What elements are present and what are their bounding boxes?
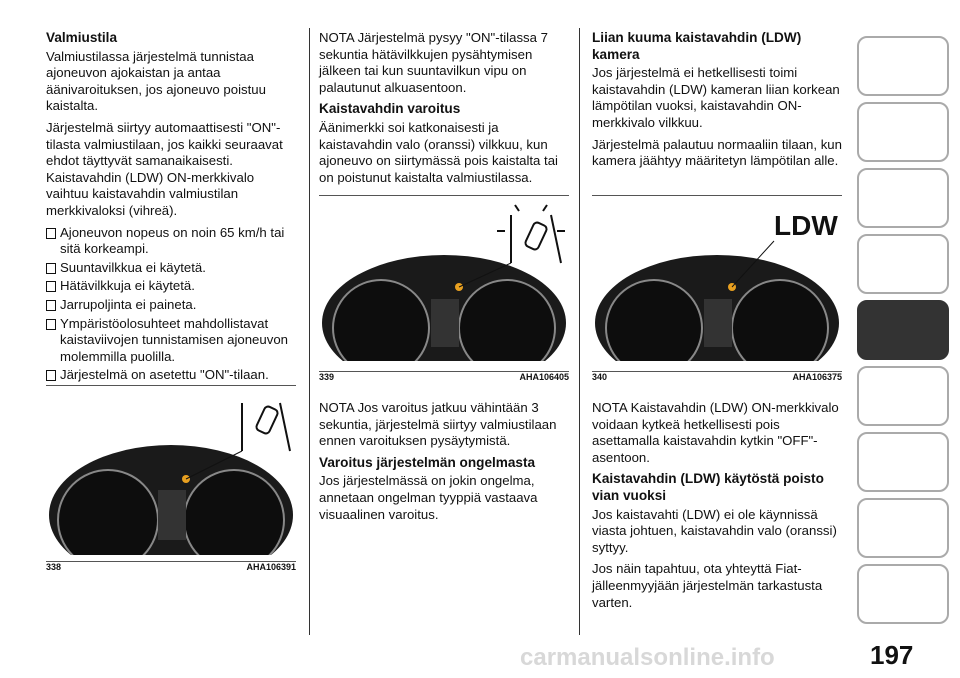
note: NOTA Jos varoitus jatkuu vähintään 3 sek…: [319, 400, 557, 449]
lane-departure-warning-icon: [497, 204, 565, 264]
note: NOTA Järjestelmä pysyy "ON"-tilassa 7 se…: [319, 30, 548, 95]
figure-number: 338: [46, 562, 62, 572]
tab-warning-lights[interactable]: [857, 168, 949, 228]
figure-number: 340: [592, 372, 608, 382]
bullet-item: Ajoneuvon nopeus on noin 65 km/h tai sit…: [46, 225, 296, 258]
figure-code: AHA106391: [246, 562, 296, 572]
bullet-text: Ympäristöolosuhteet mahdollistavat kaist…: [60, 315, 288, 364]
tab-car-info[interactable]: [857, 36, 949, 96]
instrument-cluster-illustration: [49, 402, 293, 555]
instrument-cluster-illustration: [322, 204, 566, 361]
paragraph: Jos järjestelmä ei hetkellisesti toimi k…: [592, 65, 840, 130]
column-1: Valmiustila Valmiustilassa järjestelmä t…: [46, 30, 296, 386]
column-divider: [579, 28, 580, 635]
tachometer: [332, 279, 430, 361]
paragraph: Jos näin tapahtuu, ota yhteyttä Fiat-jäl…: [592, 561, 823, 610]
figure-code: AHA106375: [792, 372, 842, 382]
tab-car-lights[interactable]: [857, 102, 949, 162]
section-heading: Valmiustila: [46, 30, 118, 45]
section-heading: Liian kuuma kaistavahdin (LDW) kamera: [592, 30, 802, 62]
column-2: NOTA Järjestelmä pysyy "ON"-tilassa 7 se…: [319, 30, 569, 191]
center-display: [704, 299, 732, 347]
center-display: [431, 299, 459, 347]
figure-code: AHA106405: [519, 372, 569, 382]
tab-car-service[interactable]: [857, 432, 949, 492]
tachometer: [605, 279, 703, 361]
checkbox-icon: [46, 227, 56, 239]
paragraph: Jos kaistavahti (LDW) ei ole käynnissä v…: [592, 506, 837, 555]
paragraph: Äänimerkki soi katkonaisesti ja kaistava…: [319, 119, 558, 185]
checkbox-icon: [46, 299, 56, 311]
lane-departure-icon: [241, 402, 291, 452]
bullet-text: Suuntavilkkua ei käytetä.: [60, 259, 206, 275]
section-heading: Kaistavahdin (LDW) käytöstä poisto vian …: [592, 471, 824, 503]
checkbox-icon: [46, 262, 56, 274]
column-2-lower: NOTA Jos varoitus jatkuu vähintään 3 sek…: [319, 400, 569, 528]
ldw-label: LDW: [774, 210, 838, 241]
tab-steering-key[interactable]: [857, 300, 949, 360]
tab-index-abc[interactable]: [857, 564, 949, 624]
paragraph: Valmiustilassa järjestelmä tunnistaa ajo…: [46, 48, 266, 114]
tab-specs-list[interactable]: [857, 498, 949, 558]
paragraph: Järjestelmä siirtyy automaattisesti "ON"…: [46, 119, 283, 218]
figure-340: LDW 340 AHA106375: [592, 195, 842, 383]
figure-339: 339 AHA106405: [319, 195, 569, 383]
checkbox-icon: [46, 370, 56, 382]
instrument-cluster-illustration: LDW: [595, 210, 839, 361]
tab-road-hazard[interactable]: [857, 366, 949, 426]
column-divider: [309, 28, 310, 635]
bullet-item: Jarrupoljinta ei paineta.: [46, 297, 296, 314]
column-3-lower: NOTA Kaistavahdin (LDW) ON-merkkivalo vo…: [592, 400, 842, 616]
figure-338: 338 AHA106391: [46, 385, 296, 573]
watermark: carmanualsonline.info: [520, 644, 775, 671]
paragraph: Jos järjestelmässä on jokin ongelma, ann…: [319, 473, 538, 522]
section-heading: Varoitus järjestelmän ongelmasta: [319, 454, 536, 470]
bullet-item: Hätävilkkuja ei käytetä.: [46, 278, 296, 295]
page-number: 197: [870, 640, 914, 670]
bullet-item: Järjestelmä on asetettu "ON"-tilaan.: [46, 367, 296, 384]
paragraph: Järjestelmä palautuu normaaliin tilaan, …: [592, 136, 842, 169]
bullet-text: Ajoneuvon nopeus on noin 65 km/h tai sit…: [60, 224, 285, 257]
tab-airbag-seat[interactable]: [857, 234, 949, 294]
center-display: [158, 490, 186, 540]
bullet-text: Järjestelmä on asetettu "ON"-tilaan.: [60, 367, 269, 383]
figure-number: 339: [319, 372, 335, 382]
note: NOTA Kaistavahdin (LDW) ON-merkkivalo vo…: [592, 400, 839, 465]
bullet-item: Ympäristöolosuhteet mahdollistavat kaist…: [46, 316, 296, 366]
column-3: Liian kuuma kaistavahdin (LDW) kamera Jo…: [592, 30, 842, 175]
bullet-text: Jarrupoljinta ei paineta.: [60, 296, 197, 312]
checkbox-icon: [46, 281, 56, 293]
bullet-text: Hätävilkkuja ei käytetä.: [60, 278, 195, 294]
section-heading: Kaistavahdin varoitus: [319, 101, 461, 117]
checkbox-icon: [46, 318, 56, 330]
bullet-item: Suuntavilkkua ei käytetä.: [46, 260, 296, 277]
